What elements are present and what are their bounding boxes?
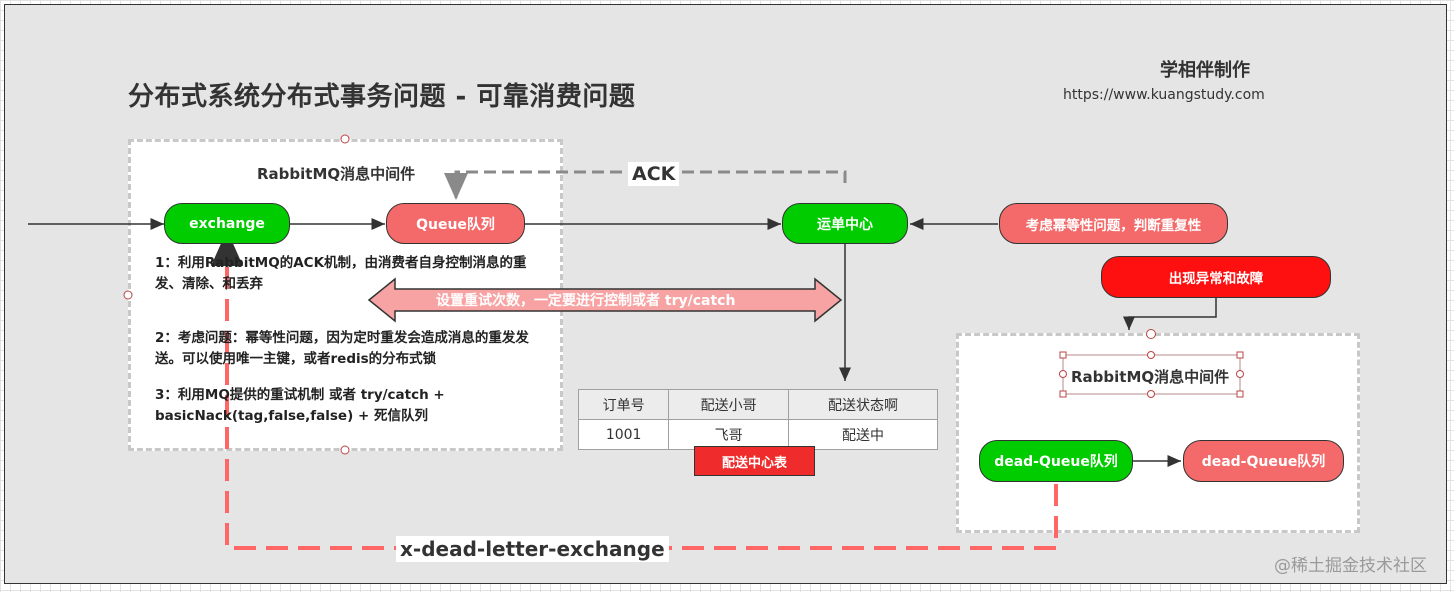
dead-queue-node-1[interactable]: dead-Queue队列 bbox=[979, 440, 1133, 482]
dead-letter-exchange-label: x-dead-letter-exchange bbox=[396, 536, 669, 562]
table-caption[interactable]: 配送中心表 bbox=[694, 446, 815, 476]
dispatch-center-node[interactable]: 运单中心 bbox=[782, 203, 908, 244]
note-idempotence: 2：考虑问题：幂等性问题，因为定时重发会造成消息的重发发送。可以使用唯一主键，或… bbox=[155, 330, 529, 367]
selection-handle[interactable] bbox=[1059, 370, 1067, 378]
page-title: 分布式系统分布式事务问题 - 可靠消费问题 bbox=[128, 82, 636, 112]
queue-node[interactable]: Queue队列 bbox=[386, 203, 525, 244]
table-header: 订单号 bbox=[577, 389, 670, 420]
note-retry: 3：利用MQ提供的重试机制 或者 try/catch + basicNack(t… bbox=[155, 387, 445, 424]
exception-node[interactable]: 出现异常和故障 bbox=[1101, 256, 1331, 298]
panel-handle[interactable] bbox=[340, 445, 350, 455]
table-header: 配送状态啊 bbox=[787, 389, 939, 420]
retry-double-arrow bbox=[367, 277, 843, 323]
selection-handle[interactable] bbox=[1236, 351, 1244, 359]
table-cell: 飞哥 bbox=[668, 419, 789, 450]
selection-handle[interactable] bbox=[1147, 390, 1155, 398]
brand-label: 学相伴制作 bbox=[1160, 60, 1250, 81]
left-panel-title: RabbitMQ消息中间件 bbox=[257, 165, 416, 183]
exchange-node[interactable]: exchange bbox=[164, 203, 290, 244]
panel-handle[interactable] bbox=[340, 134, 350, 144]
selection-handle[interactable] bbox=[1059, 390, 1067, 398]
right-panel-title[interactable]: RabbitMQ消息中间件 bbox=[1071, 368, 1230, 386]
table-header: 配送小哥 bbox=[668, 389, 789, 420]
idempotence-node[interactable]: 考虑幂等性问题，判断重复性 bbox=[999, 203, 1228, 244]
orders-table[interactable]: 订单号 配送小哥 配送状态啊 1001 飞哥 配送中 bbox=[577, 389, 939, 450]
table-cell: 配送中 bbox=[787, 419, 939, 450]
panel-handle[interactable] bbox=[123, 290, 133, 300]
dead-queue-node-2[interactable]: dead-Queue队列 bbox=[1183, 440, 1344, 482]
selection-handle[interactable] bbox=[1147, 351, 1155, 359]
dead-letter-exchange-path bbox=[225, 228, 1058, 550]
rabbitmq-panel-right[interactable] bbox=[956, 333, 1360, 533]
watermark: @稀土掘金技术社区 bbox=[1274, 556, 1427, 576]
ack-label: ACK bbox=[628, 162, 680, 186]
exception-to-panel-arrow bbox=[1123, 297, 1217, 330]
brand-url: https://www.kuangstudy.com bbox=[1063, 87, 1265, 103]
selection-handle[interactable] bbox=[1236, 370, 1244, 378]
note-ack: 1：利用RabbitMQ的ACK机制，由消费者自身控制消息的重发、清除、和丢弃 bbox=[155, 255, 527, 292]
selection-handle[interactable] bbox=[1236, 390, 1244, 398]
table-row: 1001 飞哥 配送中 bbox=[577, 419, 939, 450]
retry-arrow-label: 设置重试次数，一定要进行控制或者 try/catch bbox=[436, 293, 736, 309]
table-cell: 1001 bbox=[577, 419, 670, 450]
rotate-handle[interactable] bbox=[1146, 329, 1156, 339]
selection-handle[interactable] bbox=[1059, 351, 1067, 359]
